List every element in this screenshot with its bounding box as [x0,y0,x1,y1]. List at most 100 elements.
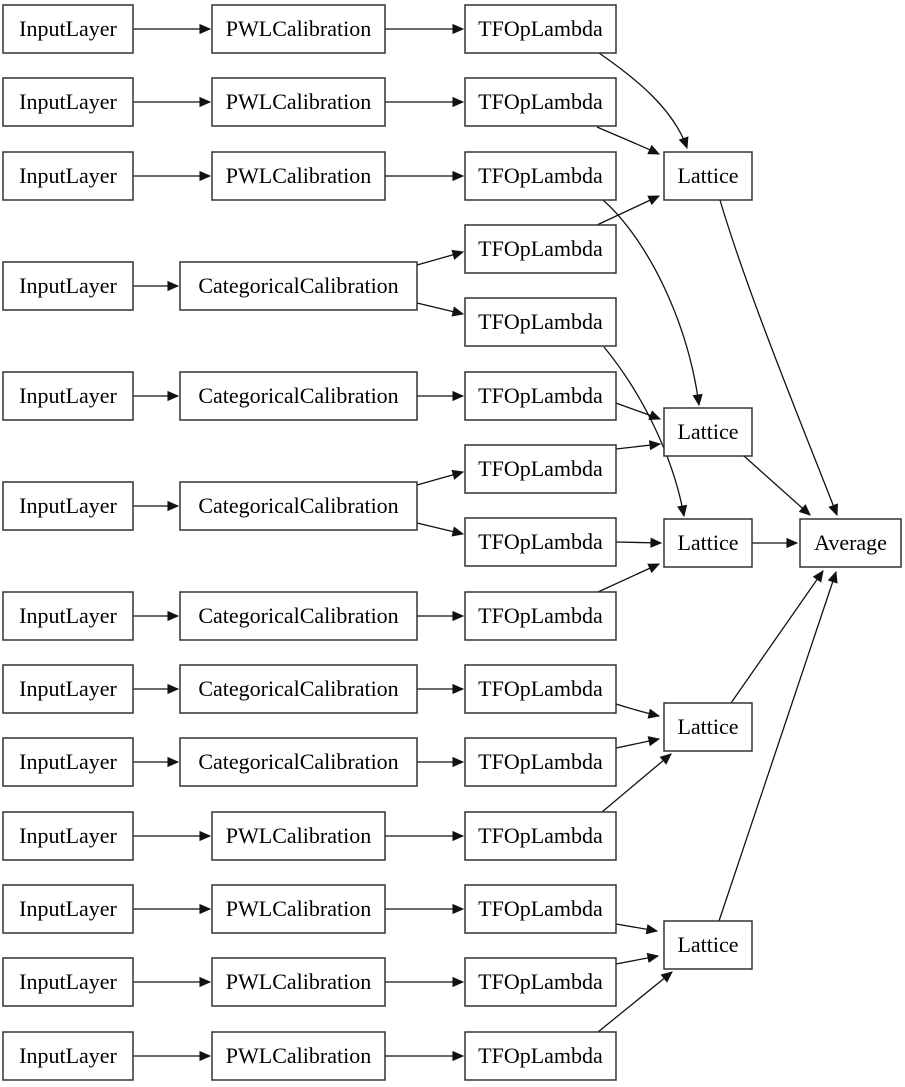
node-in1: InputLayer [2,4,134,54]
node-label-cal12: PWLCalibration [226,969,371,994]
node-t15: TFOpLambda [464,1031,617,1081]
node-label-t13: TFOpLambda [478,896,603,921]
edge-t6-to-lat2 [615,402,662,421]
node-box-in7 [2,591,134,641]
node-t10: TFOpLambda [464,664,617,714]
node-box-in9 [2,737,134,787]
node-t2: TFOpLambda [464,77,617,127]
node-box-lat2 [663,407,753,457]
node-in10: InputLayer [2,811,134,861]
edge-t2-to-lat1 [596,126,661,155]
node-box-t15 [464,1031,617,1081]
edge-lat1-to-avg [719,199,838,517]
node-label-in11: InputLayer [19,896,117,921]
edge-t4-to-lat1 [596,195,661,226]
node-box-in12 [2,957,134,1007]
node-label-in9: InputLayer [19,749,117,774]
edge-t13-to-lat5 [615,923,659,935]
node-box-t14 [464,957,617,1007]
node-box-t8 [464,517,617,567]
node-label-t8: TFOpLambda [478,529,603,554]
node-box-in10 [2,811,134,861]
edge-t8-to-lat3 [615,537,663,548]
node-lat1: Lattice [663,151,753,201]
node-t6: TFOpLambda [464,371,617,421]
node-box-t13 [464,884,617,934]
node-box-cal11 [211,884,386,934]
node-label-cal5: CategoricalCalibration [198,383,398,408]
node-label-in8: InputLayer [19,676,117,701]
node-t5: TFOpLambda [464,297,617,347]
node-box-t10 [464,664,617,714]
node-label-t5: TFOpLambda [478,309,603,334]
node-label-cal2: PWLCalibration [226,89,371,114]
node-box-in6 [2,481,134,531]
node-box-lat1 [663,151,753,201]
node-label-lat2: Lattice [677,419,738,444]
node-label-avg: Average [814,530,887,555]
node-cal3: PWLCalibration [211,151,386,201]
node-box-cal2 [211,77,386,127]
node-box-cal1 [211,4,386,54]
node-label-t15: TFOpLambda [478,1043,603,1068]
node-label-cal4: CategoricalCalibration [198,273,398,298]
node-label-cal6: CategoricalCalibration [198,493,398,518]
node-label-in3: InputLayer [19,163,117,188]
edge-t9-to-lat3 [597,563,661,593]
node-in8: InputLayer [2,664,134,714]
node-label-in4: InputLayer [19,273,117,298]
node-in7: InputLayer [2,591,134,641]
node-cal2: PWLCalibration [211,77,386,127]
node-cal10: PWLCalibration [211,811,386,861]
node-box-t2 [464,77,617,127]
node-label-cal7: CategoricalCalibration [198,603,398,628]
node-in9: InputLayer [2,737,134,787]
node-box-t12 [464,811,617,861]
edge-cal4-to-t4 [416,249,465,266]
edge-t12-to-lat4 [601,753,672,813]
node-label-t14: TFOpLambda [478,969,603,994]
node-t9: TFOpLambda [464,591,617,641]
node-in2: InputLayer [2,77,134,127]
node-cal6: CategoricalCalibration [179,481,418,531]
node-t14: TFOpLambda [464,957,617,1007]
node-box-cal12 [211,957,386,1007]
node-box-lat5 [663,920,753,970]
node-label-t6: TFOpLambda [478,383,603,408]
node-box-in13 [2,1031,134,1081]
edge-cal6-to-t7 [416,469,465,486]
node-box-cal3 [211,151,386,201]
node-box-in2 [2,77,134,127]
node-in6: InputLayer [2,481,134,531]
node-in3: InputLayer [2,151,134,201]
node-lat5: Lattice [663,920,753,970]
node-t13: TFOpLambda [464,884,617,934]
node-cal8: CategoricalCalibration [179,664,418,714]
node-box-t5 [464,297,617,347]
node-cal1: PWLCalibration [211,4,386,54]
node-label-cal11: PWLCalibration [226,896,371,921]
node-cal4: CategoricalCalibration [179,261,418,311]
node-t7: TFOpLambda [464,444,617,494]
edge-t3-to-lat2 [602,199,703,407]
node-cal13: PWLCalibration [211,1031,386,1081]
node-cal9: CategoricalCalibration [179,737,418,787]
node-label-in12: InputLayer [19,969,117,994]
node-label-in5: InputLayer [19,383,117,408]
node-label-t7: TFOpLambda [478,456,603,481]
node-label-in7: InputLayer [19,603,117,628]
node-label-lat5: Lattice [677,932,738,957]
node-label-t3: TFOpLambda [478,163,603,188]
node-t11: TFOpLambda [464,737,617,787]
node-t4: TFOpLambda [464,224,617,274]
node-label-cal9: CategoricalCalibration [198,749,398,774]
node-lat2: Lattice [663,407,753,457]
node-lat3: Lattice [663,518,753,568]
node-label-t9: TFOpLambda [478,603,603,628]
node-box-t7 [464,444,617,494]
node-label-cal10: PWLCalibration [226,823,371,848]
node-box-in11 [2,884,134,934]
node-label-lat4: Lattice [677,714,738,739]
